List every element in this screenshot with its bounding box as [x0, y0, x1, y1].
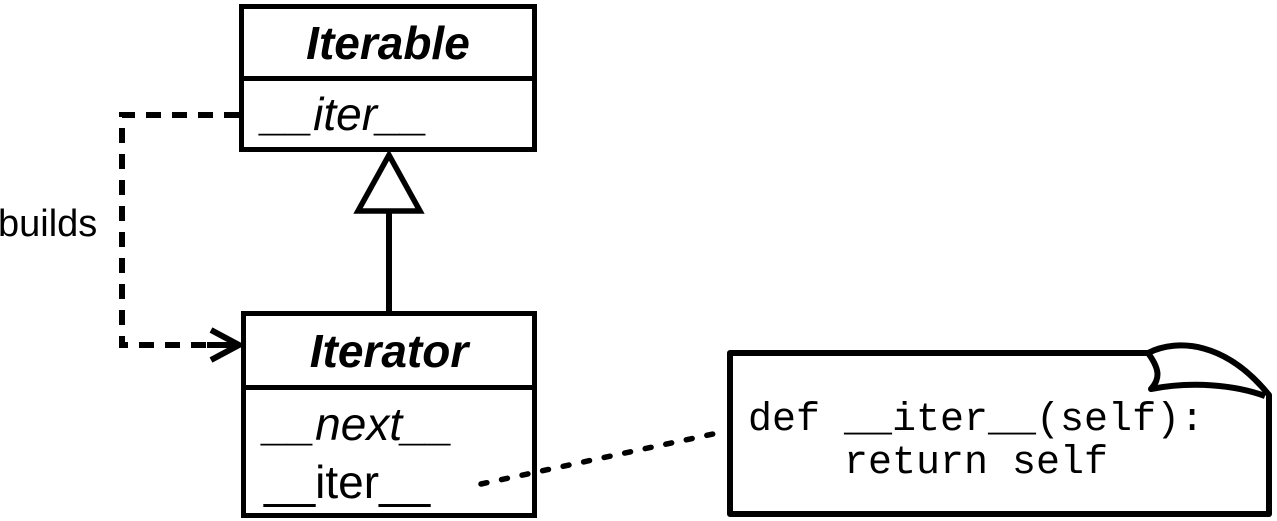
member-iterator-iter: __iter__	[264, 455, 431, 508]
class-title-iterator: Iterator	[246, 316, 532, 390]
note-code: def __iter__(self): return self	[748, 398, 1205, 486]
note-folded-corner-icon	[1145, 351, 1267, 399]
open-arrowhead-icon	[209, 327, 246, 363]
builds-dashed-path	[119, 112, 239, 348]
inheritance-triangle-icon	[353, 149, 425, 214]
class-box-iterable: Iterable __iter__	[239, 4, 537, 152]
class-members-iterator: __next__ __iter__	[246, 390, 532, 513]
class-title-iterable: Iterable	[244, 9, 532, 81]
class-members-iterable: __iter__	[244, 81, 532, 145]
member-iterable-iter: __iter__	[262, 88, 429, 140]
member-iterator-next: __next__	[264, 397, 454, 450]
builds-label: builds	[0, 203, 98, 245]
class-box-iterator: Iterator __next__ __iter__	[241, 311, 537, 518]
